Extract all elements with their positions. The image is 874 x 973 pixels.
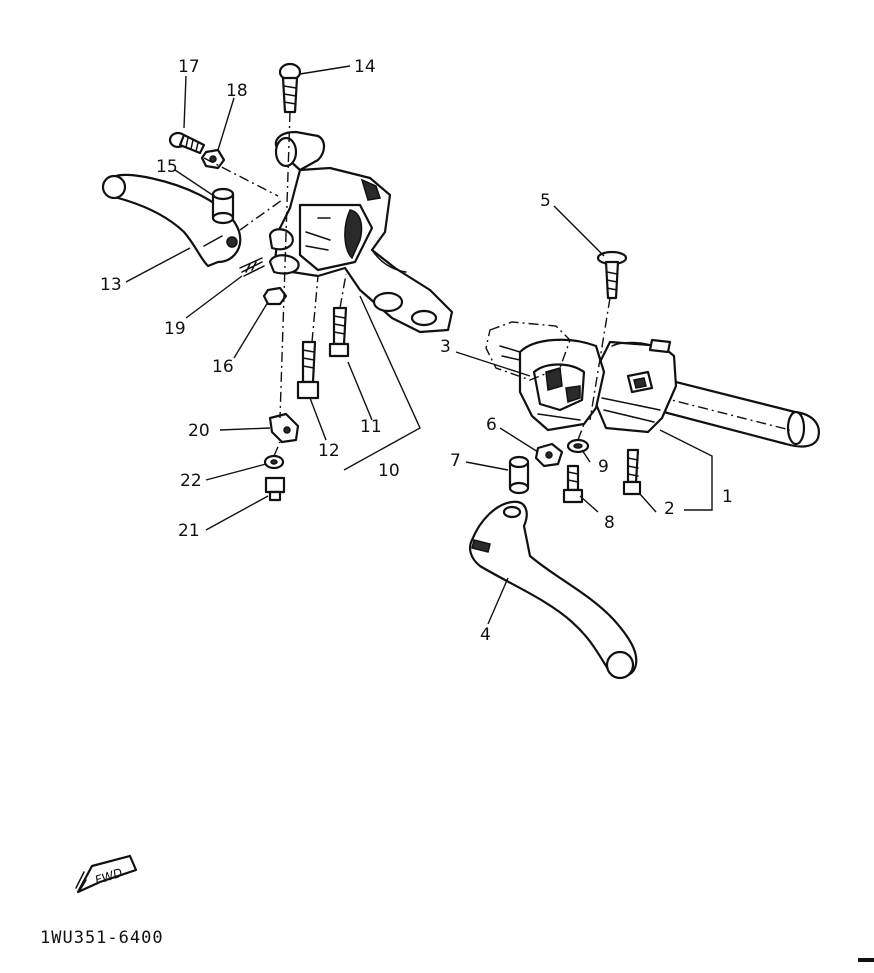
- part-5-screw: [596, 250, 628, 300]
- left-handlebar-stub: [274, 130, 326, 172]
- callout-12: 12: [318, 441, 340, 461]
- right-switch-lower-half: [485, 321, 571, 381]
- callout-13: 13: [100, 275, 122, 295]
- left-lever-bracket: [273, 166, 454, 334]
- part-17-pivot-bolt: [168, 131, 206, 155]
- axis-line-9: [577, 423, 585, 441]
- part-21-bolt: [264, 476, 286, 502]
- callout-18: 18: [226, 81, 248, 101]
- right-switch-housing: [594, 338, 678, 434]
- callout-4: 4: [480, 625, 491, 645]
- part-12-bolt: [296, 340, 320, 400]
- part-14-screw: [278, 62, 302, 114]
- callout-labels: 17 18 15 14 13 19 16 20 22 21 12 11 10 5…: [100, 57, 733, 645]
- part-8-bolt: [562, 464, 584, 504]
- part-20-clamp: [268, 412, 300, 444]
- callout-10: 10: [378, 461, 400, 481]
- throttle-grip: [639, 376, 820, 448]
- axis-line-17: [203, 157, 279, 197]
- axis-line-14-20: [279, 111, 291, 419]
- clutch-lever: [101, 173, 242, 268]
- axis-line-5: [589, 297, 611, 421]
- callout-1: 1: [722, 487, 733, 507]
- callout-16: 16: [212, 357, 234, 377]
- fwd-direction-marker: FWD: [75, 854, 138, 894]
- callout-9: 9: [598, 457, 609, 477]
- part-9-washer: [566, 438, 590, 454]
- part-19-spring: [239, 257, 265, 277]
- part-15-collar: [211, 187, 235, 225]
- callout-2: 2: [664, 499, 675, 519]
- axis-line-lever: [239, 199, 283, 231]
- callout-20: 20: [188, 421, 210, 441]
- axis-line-12: [311, 275, 319, 343]
- callout-22: 22: [180, 471, 202, 491]
- callout-21: 21: [178, 521, 200, 541]
- callout-3: 3: [440, 337, 451, 357]
- callout-6: 6: [486, 415, 497, 435]
- callout-17: 17: [178, 57, 200, 77]
- left-clamp-ring: [268, 228, 300, 275]
- callout-15: 15: [156, 157, 178, 177]
- corner-mark: [858, 958, 874, 962]
- part-2-screw: [622, 448, 642, 496]
- callout-7: 7: [450, 451, 461, 471]
- part-22-washer: [263, 454, 285, 470]
- part-6-nut: [534, 442, 564, 468]
- part-7-collar: [508, 455, 530, 495]
- leader-lines: [125, 65, 713, 625]
- diagram-code: 1WU351-6400: [40, 928, 164, 948]
- callout-11: 11: [360, 417, 382, 437]
- part-11-bolt: [328, 306, 350, 358]
- callout-19: 19: [164, 319, 186, 339]
- callout-8: 8: [604, 513, 615, 533]
- brake-lever: [469, 500, 638, 680]
- callout-5: 5: [540, 191, 551, 211]
- axis-line-22: [273, 441, 281, 457]
- right-lever-holder: [518, 338, 606, 432]
- callout-14: 14: [354, 57, 376, 77]
- part-16-nut: [262, 286, 288, 306]
- axis-line-11: [339, 273, 347, 309]
